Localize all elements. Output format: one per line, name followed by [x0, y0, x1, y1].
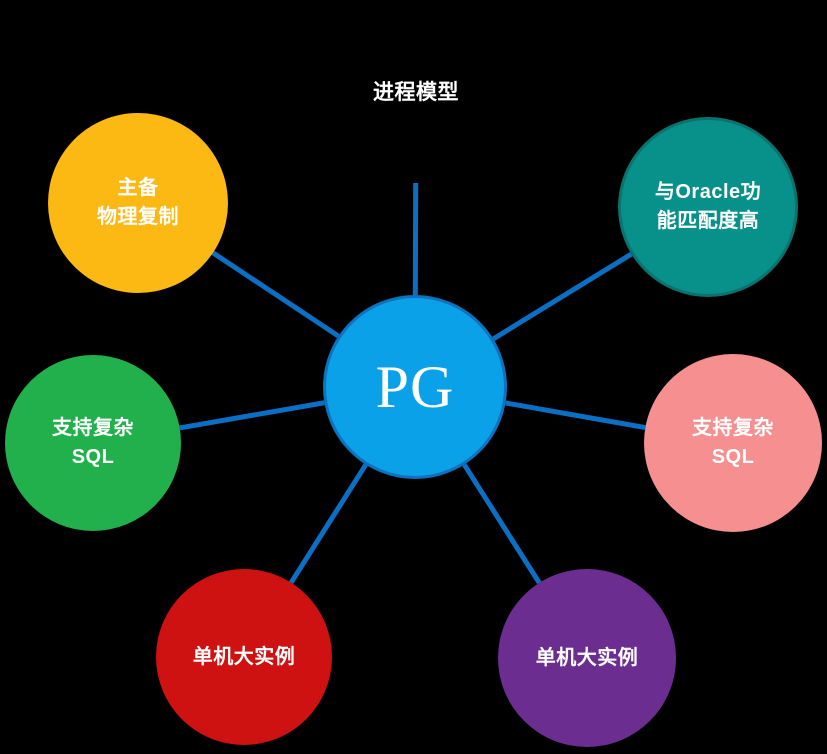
node-large-single-instance-left-label: 单机大实例: [192, 645, 296, 668]
connector-hub-green: [179, 400, 325, 431]
node-complex-sql-right: 支持复杂 SQL: [644, 354, 822, 532]
node-primary-standby-physical-replication-label: 主备 物理复制: [97, 177, 179, 228]
node-large-single-instance-right: 单机大实例: [498, 569, 676, 747]
hub-pg-node: PG: [323, 295, 507, 479]
node-primary-standby-physical-replication: 主备 物理复制: [48, 113, 228, 293]
connector-hub-teal: [492, 251, 633, 341]
process-model-ghost-node: 进程模型: [326, 3, 506, 183]
node-oracle-feature-match-label: 与Oracle功 能匹配度高: [654, 181, 762, 232]
node-large-single-instance-right-label: 单机大实例: [535, 646, 639, 669]
connector-hub-purple: [462, 463, 542, 585]
node-complex-sql-left: 支持复杂 SQL: [5, 355, 181, 531]
process-model-ghost-node-label: 进程模型: [373, 80, 459, 104]
node-oracle-feature-match: 与Oracle功 能匹配度高: [618, 117, 798, 297]
node-complex-sql-right-label: 支持复杂 SQL: [692, 417, 774, 468]
connector-hub-pink: [505, 400, 646, 431]
node-large-single-instance-left: 单机大实例: [156, 569, 332, 745]
hub-pg-node-label: PG: [375, 354, 455, 420]
connector-hub-yellow: [211, 250, 340, 339]
connector-hub-red: [288, 463, 368, 584]
node-complex-sql-left-label: 支持复杂 SQL: [52, 417, 134, 468]
